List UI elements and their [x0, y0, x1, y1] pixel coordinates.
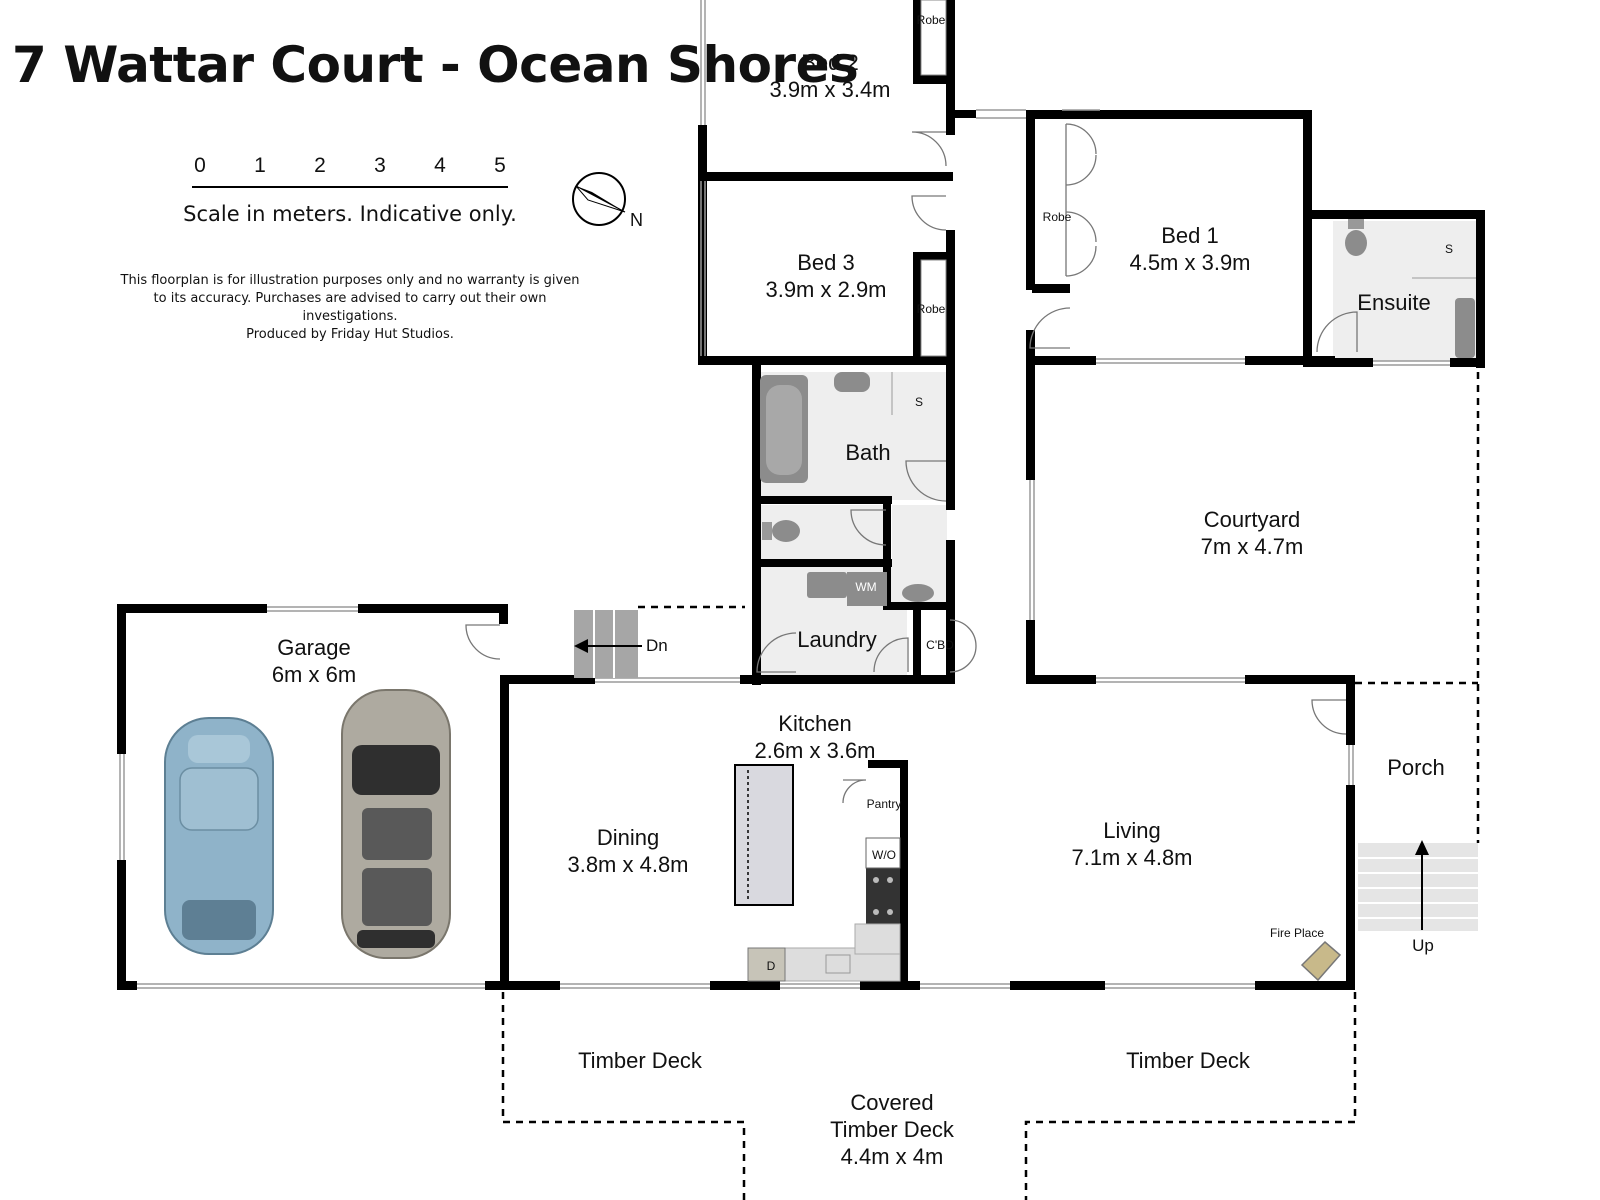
disclaimer-line: Produced by Friday Hut Studios.: [246, 327, 454, 342]
doors: [465, 123, 1358, 804]
room-name-deck-left: Timber Deck: [578, 1048, 703, 1073]
scale-tick: 3: [374, 154, 386, 177]
disclaimer-line: This floorplan is for illustration purpo…: [120, 273, 580, 288]
basin-icon: [834, 372, 870, 392]
car-icon: [164, 717, 274, 955]
room-name-laundry: Laundry: [797, 627, 877, 652]
fixture-labels: Robe Robe Robe S S WM C'BD Pantry W/O D …: [646, 13, 1453, 973]
room-name-dining: Dining: [597, 825, 659, 850]
room-size-covered-deck: 4.4m x 4m: [841, 1144, 944, 1169]
scale-tick: 5: [494, 154, 506, 177]
cooktop-icon: [866, 868, 900, 924]
room-name-deck-right: Timber Deck: [1126, 1048, 1251, 1073]
scale-tick: 2: [314, 154, 326, 177]
room-name-ensuite: Ensuite: [1357, 290, 1430, 315]
room-size-garage: 6m x 6m: [272, 662, 356, 687]
room-name-kitchen: Kitchen: [778, 711, 851, 736]
room-size-bed1: 4.5m x 3.9m: [1129, 250, 1250, 275]
room-name-bed2: Bed 2: [801, 50, 859, 75]
robe-label: Robe: [917, 13, 946, 27]
robe-label: Robe: [917, 302, 946, 316]
fireplace-icon: [1300, 940, 1342, 982]
compass-label: N: [630, 210, 643, 230]
scale-caption: Scale in meters. Indicative only.: [183, 202, 517, 226]
stairs-up-label: Up: [1412, 936, 1434, 955]
room-size-kitchen: 2.6m x 3.6m: [754, 738, 875, 763]
toilet-icon: [1345, 230, 1367, 256]
room-name-porch: Porch: [1387, 755, 1444, 780]
room-name-bed3: Bed 3: [797, 250, 855, 275]
scale-tick: 4: [434, 154, 446, 177]
walls: [117, 0, 1485, 990]
wm-label: WM: [855, 580, 876, 594]
room-name-living: Living: [1103, 818, 1160, 843]
toilet-icon: [902, 584, 934, 602]
scale-bar: 0 1 2 3 4 5: [192, 154, 508, 188]
vanity-basin-icon: [1455, 298, 1475, 358]
robe-label: Robe: [1043, 210, 1072, 224]
car-icon: [341, 689, 451, 959]
stairs-up: [1358, 840, 1478, 931]
wo-label: W/O: [872, 848, 896, 862]
room-name-courtyard: Courtyard: [1204, 507, 1301, 532]
room-name-garage: Garage: [277, 635, 350, 660]
dishwasher-label: D: [767, 959, 776, 973]
room-size-dining: 3.8m x 4.8m: [567, 852, 688, 877]
scale-tick: 1: [254, 154, 266, 177]
kitchen-island: [734, 764, 794, 906]
fixtures: [734, 219, 1476, 982]
dishwasher-icon: [747, 947, 786, 982]
room-name-covered-deck: Covered: [850, 1090, 933, 1115]
room-name-covered-deck: Timber Deck: [830, 1117, 955, 1142]
washing-machine-icon: [847, 572, 887, 606]
room-size-courtyard: 7m x 4.7m: [1201, 534, 1304, 559]
room-labels: Bed 2 3.9m x 3.4m Bed 3 3.9m x 2.9m Bed …: [272, 50, 1445, 1169]
toilet-icon: [772, 520, 800, 542]
shower-label: S: [915, 395, 923, 409]
scale-tick: 0: [194, 154, 206, 177]
cbd-label: C'BD: [926, 638, 954, 652]
robes: [920, 0, 947, 357]
shower-label: S: [1445, 242, 1453, 256]
room-size-bed2: 3.9m x 3.4m: [769, 77, 890, 102]
stairs-down-label: Dn: [646, 636, 668, 655]
stairs-down: [574, 610, 642, 678]
disclaimer-line: to its accuracy. Purchases are advised t…: [153, 291, 547, 324]
outdoor-outlines: [501, 372, 1480, 1200]
fireplace-label: Fire Place: [1270, 926, 1324, 940]
laundry-tub-icon: [807, 572, 847, 598]
room-name-bath: Bath: [845, 440, 890, 465]
room-size-living: 7.1m x 4.8m: [1071, 845, 1192, 870]
page-title: 7 Wattar Court - Ocean Shores: [12, 36, 859, 94]
north-arrow-icon: N: [572, 172, 643, 230]
room-name-bed1: Bed 1: [1161, 223, 1219, 248]
room-size-bed3: 3.9m x 2.9m: [765, 277, 886, 302]
pantry-label: Pantry: [867, 797, 902, 811]
disclaimer: This floorplan is for illustration purpo…: [110, 272, 590, 344]
